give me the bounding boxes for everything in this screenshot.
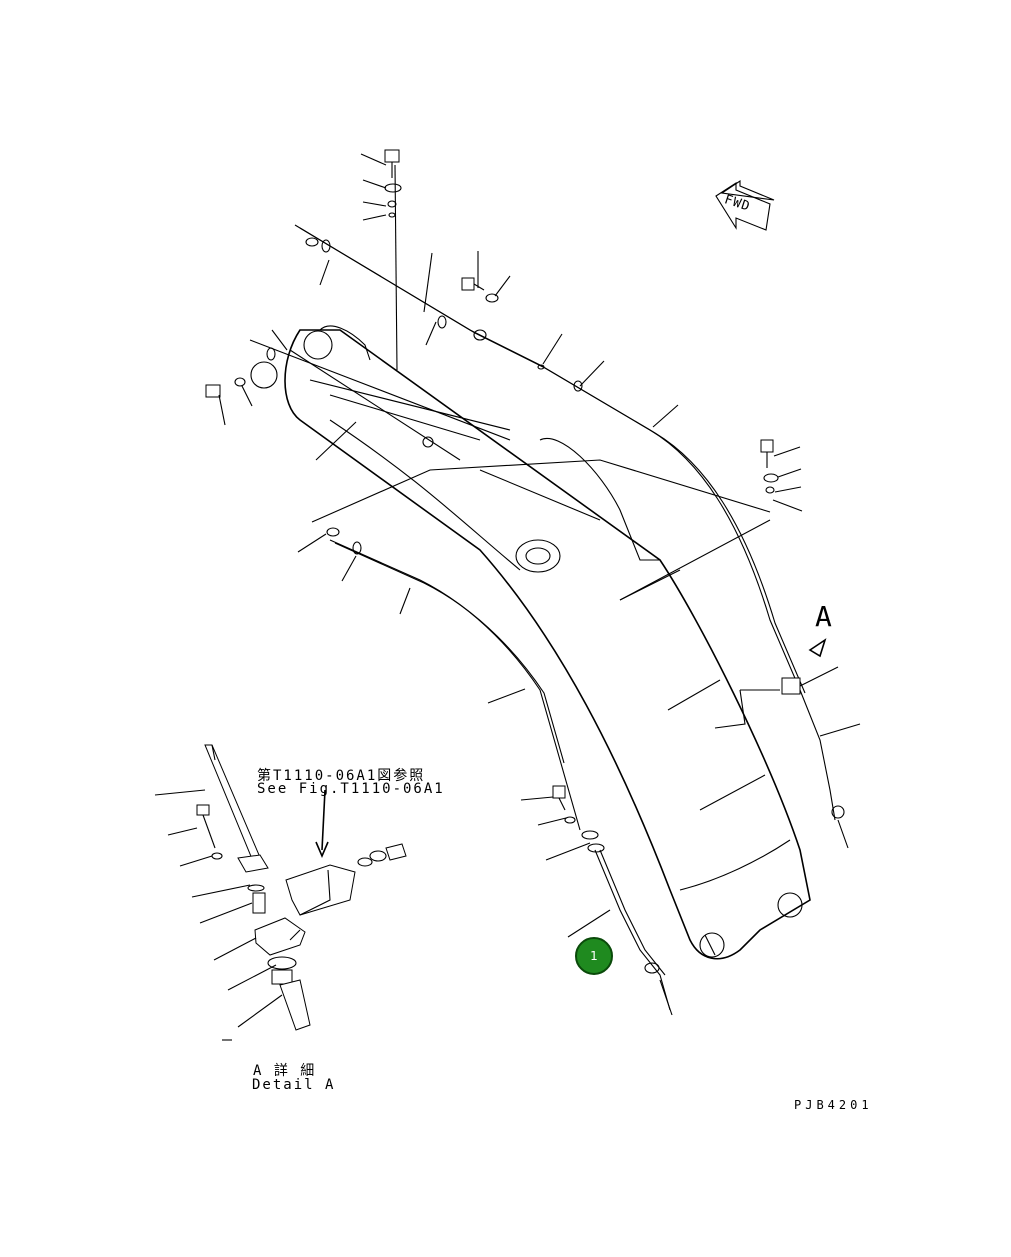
callout-1-button[interactable]: 1 (575, 937, 613, 975)
detail-label-japanese: A 詳 細 (253, 1063, 317, 1079)
reference-english: See Fig.T1110-06A1 (257, 781, 445, 797)
view-a-label: A (815, 600, 832, 633)
detail-a-view (154, 744, 407, 1041)
detail-label-english: Detail A (252, 1077, 336, 1093)
fwd-arrow-icon (715, 179, 775, 231)
boom-body (250, 325, 811, 960)
grease-lines (249, 164, 836, 1011)
reference-japanese: 第T1110-06A1図参照 (257, 768, 426, 784)
drawing-code: PJB4201 (794, 1098, 873, 1112)
fittings (205, 149, 849, 1016)
leader-lines (218, 153, 861, 938)
